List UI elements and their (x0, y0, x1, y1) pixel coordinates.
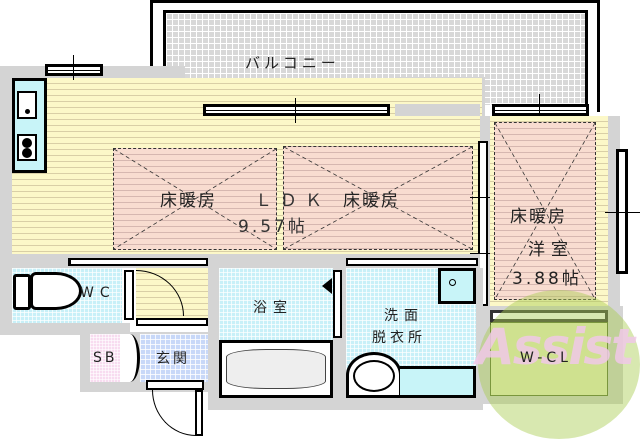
ldk-top-wall-right (395, 104, 480, 116)
window-mark (73, 55, 74, 80)
sliding-door-wc (68, 258, 208, 266)
toilet-tank-icon (13, 274, 31, 310)
wc-label: WC (80, 285, 116, 301)
vanity-counter (400, 366, 476, 398)
washbasin-icon (346, 352, 402, 398)
hallway-threshold (136, 318, 208, 326)
balcony-label: バルコニー (245, 54, 340, 72)
door-mark (470, 253, 490, 254)
western-room-label: 洋室 (528, 240, 574, 260)
outer-wall-left (0, 66, 12, 326)
sliding-door-washroom (346, 258, 478, 266)
door-mark (470, 197, 490, 198)
sliding-door-western (478, 141, 488, 306)
stove-icon (17, 134, 37, 161)
entrance-door-swing (152, 390, 196, 436)
window-western (492, 104, 589, 116)
entrance-label: 玄関 (156, 351, 190, 367)
bathroom-door-triangle (322, 278, 332, 294)
window-mark (539, 94, 540, 129)
floor-heating-zone-left (113, 148, 277, 250)
wcl-label: W-CL (520, 350, 572, 366)
washroom-label-line2: 脱衣所 (372, 330, 426, 346)
window-mark (295, 98, 296, 123)
window-mark (605, 212, 640, 213)
entrance-door (195, 390, 203, 436)
wc-door (124, 270, 134, 320)
wcl-door (490, 310, 608, 322)
ldk-heating-label-right: 床暖房 (343, 191, 400, 211)
ldk-size-label: 9.57帖 (238, 217, 308, 237)
window-western-side (616, 149, 628, 274)
shoe-box-label: SB (93, 350, 118, 366)
entrance-door-frame (146, 380, 204, 390)
window-kitchen (45, 64, 103, 76)
washroom-label-line1: 洗面 (384, 308, 424, 324)
floor-heating-zone-western (494, 122, 596, 300)
western-size-label: 3.88帖 (512, 269, 582, 289)
western-heating-label: 床暖房 (510, 207, 567, 227)
ldk-room-label: ＬＤＫ (255, 191, 330, 211)
washing-machine-icon (438, 268, 476, 304)
sink-icon (17, 91, 37, 119)
toilet-bowl-icon (30, 272, 82, 310)
wcl-floor (490, 322, 608, 396)
entrance-floor (140, 334, 208, 382)
bathroom-label: 浴室 (253, 300, 293, 316)
shoe-box-door (120, 334, 140, 382)
ldk-heating-label-left: 床暖房 (160, 191, 217, 211)
bathroom-door (333, 270, 342, 338)
window-ldk (203, 104, 390, 116)
bathtub-icon (219, 340, 333, 398)
shoe-box (90, 334, 120, 382)
floor-heating-zone-right (283, 146, 473, 250)
